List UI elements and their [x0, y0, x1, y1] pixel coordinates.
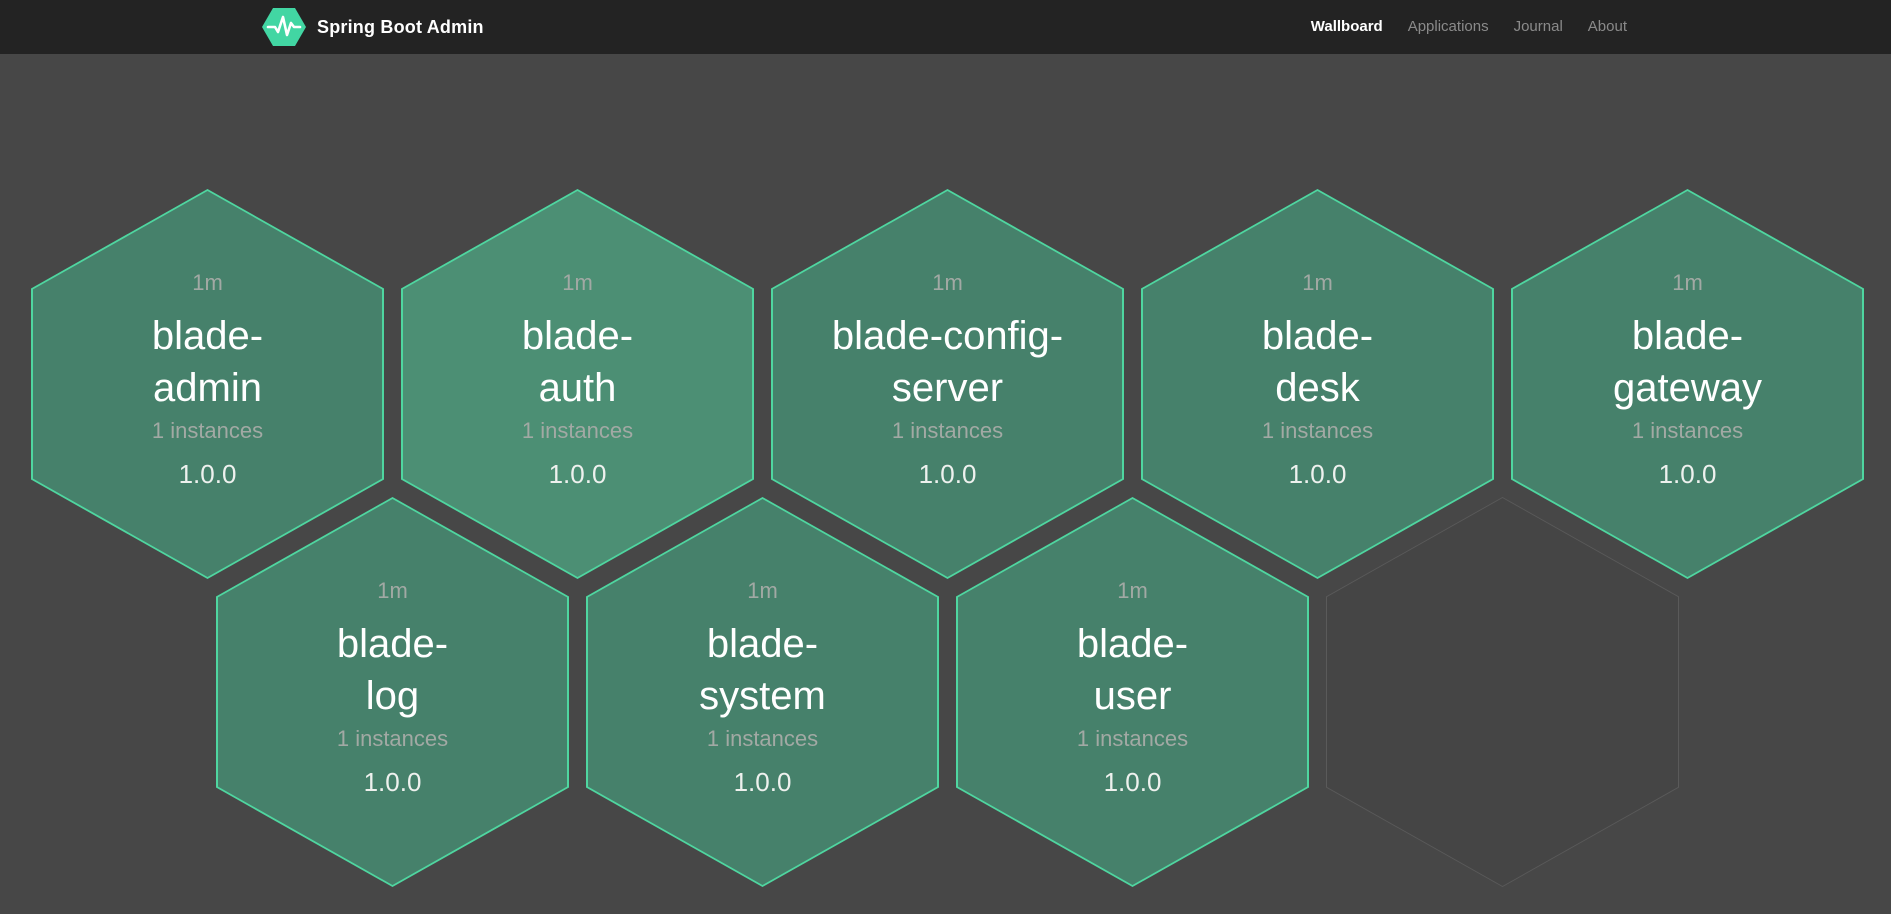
nav-item-about[interactable]: About [1587, 18, 1627, 35]
app-name-line-2: desk [1275, 366, 1360, 410]
app-name-line-2: log [365, 674, 420, 718]
empty-hexagon-fill [1327, 498, 1678, 886]
nav-item-wallboard[interactable]: Wallboard [1310, 18, 1383, 35]
application-hexagon[interactable]: 1m blade- system 1 instances 1.0.0 [586, 497, 939, 887]
app-name-line-2: auth [538, 366, 617, 410]
app-instances: 1 instances [1631, 418, 1744, 443]
app-name: blade- user [1077, 618, 1188, 722]
app-version: 1.0.0 [1288, 459, 1347, 489]
nav-menu: Wallboard Applications Journal About [1311, 18, 1627, 36]
app-uptime: 1m [1302, 270, 1333, 295]
hexagon-fill: 1m blade- admin 1 instances 1.0.0 [33, 191, 382, 577]
application-hexagon[interactable]: 1m blade- log 1 instances 1.0.0 [216, 497, 569, 887]
app-instances: 1 instances [891, 418, 1004, 443]
app-name-line-1: blade- [151, 314, 264, 358]
nav-item-applications[interactable]: Applications [1407, 18, 1489, 35]
app-version: 1.0.0 [1658, 459, 1717, 489]
app-instances: 1 instances [1076, 726, 1189, 751]
navbar: Spring Boot Admin Wallboard Applications… [0, 0, 1891, 54]
app-instances: 1 instances [151, 418, 264, 443]
app-name: blade- desk [1262, 310, 1373, 414]
app-name-line-1: blade- [706, 622, 819, 666]
app-name: blade- system [699, 618, 826, 722]
hexagon-fill: 1m blade- system 1 instances 1.0.0 [588, 499, 937, 885]
empty-hexagon [1326, 497, 1679, 887]
hexagon-fill: 1m blade-config- server 1 instances 1.0.… [773, 191, 1122, 577]
app-name-line-1: blade- [336, 622, 449, 666]
app-instances: 1 instances [706, 726, 819, 751]
hexagon-fill: 1m blade- auth 1 instances 1.0.0 [403, 191, 752, 577]
app-name-line-1: blade- [1631, 314, 1744, 358]
hexagon-fill: 1m blade- log 1 instances 1.0.0 [218, 499, 567, 885]
app-name-line-2: system [699, 674, 826, 718]
nav-item-journal[interactable]: Journal [1513, 18, 1563, 35]
hexagon-fill: 1m blade- desk 1 instances 1.0.0 [1143, 191, 1492, 577]
app-version: 1.0.0 [918, 459, 977, 489]
spring-boot-admin-logo-icon [262, 7, 306, 47]
application-hexagon[interactable]: 1m blade-config- server 1 instances 1.0.… [771, 189, 1124, 579]
app-name-line-1: blade- [521, 314, 634, 358]
application-hexagon[interactable]: 1m blade- gateway 1 instances 1.0.0 [1511, 189, 1864, 579]
app-version: 1.0.0 [548, 459, 607, 489]
app-uptime: 1m [377, 578, 408, 603]
app-uptime: 1m [562, 270, 593, 295]
app-instances: 1 instances [336, 726, 449, 751]
application-hexagon[interactable]: 1m blade- auth 1 instances 1.0.0 [401, 189, 754, 579]
app-uptime: 1m [932, 270, 963, 295]
app-name: blade- gateway [1613, 310, 1762, 414]
hexagon-fill: 1m blade- user 1 instances 1.0.0 [958, 499, 1307, 885]
app-version: 1.0.0 [1103, 767, 1162, 797]
app-name-line-1: blade- [1076, 622, 1189, 666]
application-hexagon[interactable]: 1m blade- user 1 instances 1.0.0 [956, 497, 1309, 887]
brand-title: Spring Boot Admin [317, 16, 484, 37]
brand-link[interactable]: Spring Boot Admin [262, 7, 484, 47]
application-hexagon[interactable]: 1m blade- admin 1 instances 1.0.0 [31, 189, 384, 579]
app-name: blade-config- server [832, 310, 1063, 414]
app-version: 1.0.0 [363, 767, 422, 797]
app-name-line-1: blade-config- [831, 314, 1064, 358]
app-uptime: 1m [192, 270, 223, 295]
app-name-line-2: server [891, 366, 1004, 410]
app-version: 1.0.0 [733, 767, 792, 797]
app-name: blade- admin [152, 310, 263, 414]
app-version: 1.0.0 [178, 459, 237, 489]
wallboard: 1m blade- admin 1 instances 1.0.0 1m bla… [0, 54, 1891, 914]
app-name-line-2: user [1093, 674, 1172, 718]
application-hexagon[interactable]: 1m blade- desk 1 instances 1.0.0 [1141, 189, 1494, 579]
app-name-line-2: admin [153, 366, 262, 410]
app-instances: 1 instances [1261, 418, 1374, 443]
app-instances: 1 instances [521, 418, 634, 443]
app-uptime: 1m [1672, 270, 1703, 295]
hexagon-fill: 1m blade- gateway 1 instances 1.0.0 [1513, 191, 1862, 577]
app-uptime: 1m [747, 578, 778, 603]
app-name: blade- auth [522, 310, 633, 414]
app-uptime: 1m [1117, 578, 1148, 603]
app-name: blade- log [337, 618, 448, 722]
app-name-line-1: blade- [1261, 314, 1374, 358]
app-name-line-2: gateway [1613, 366, 1762, 410]
